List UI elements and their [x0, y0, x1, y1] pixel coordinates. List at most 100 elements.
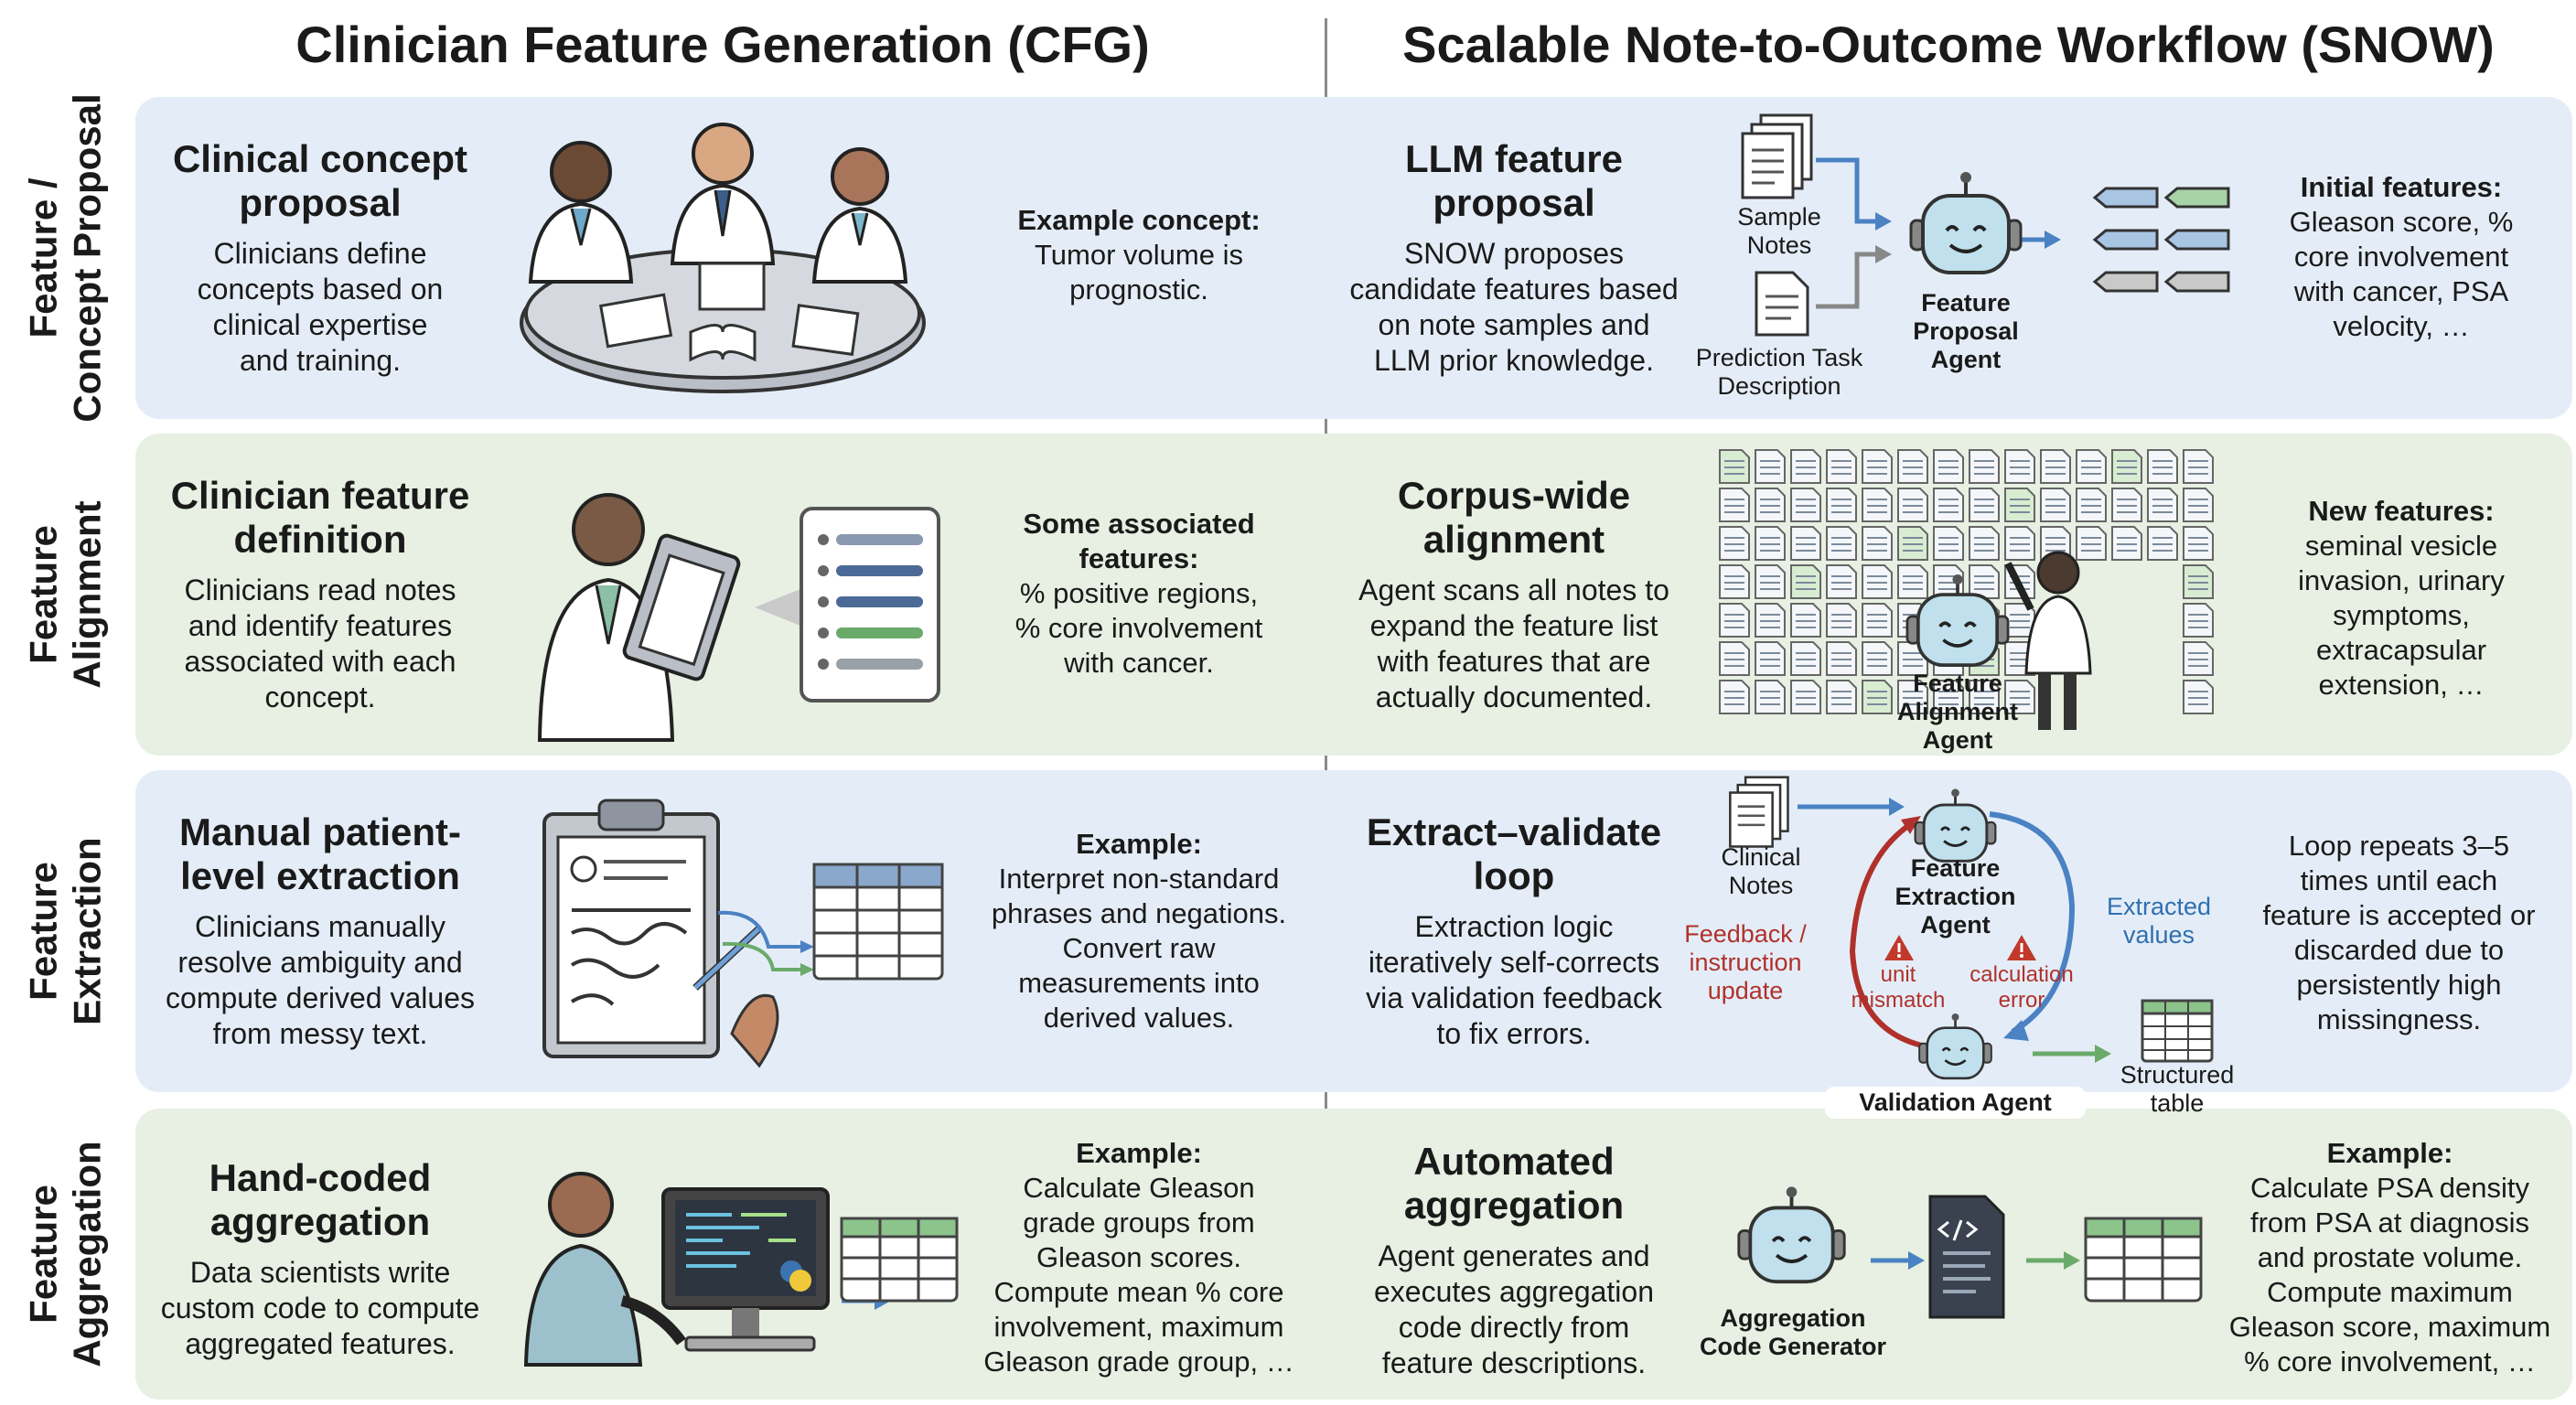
- data-scientist-coding-illustration: [523, 1172, 891, 1367]
- note-document-icon: [1933, 680, 1964, 714]
- note-document-icon: [1897, 564, 1928, 599]
- warning-icon: [2007, 935, 2036, 960]
- note-document-icon: [1790, 564, 1821, 599]
- person-pointing-illustration: [2004, 551, 2092, 730]
- aggregated-table-icon: [840, 1217, 959, 1303]
- cfg-concept-title: Clinical concept proposal: [172, 137, 468, 224]
- note-document-icon: [1862, 680, 1893, 714]
- note-document-icon: [1719, 603, 1750, 638]
- cfg-definition-title: Clinician feature definition: [170, 474, 470, 561]
- note-document-icon: [1719, 564, 1750, 599]
- snow-header: Scalable Note-to-Outcome Workflow (SNOW): [1402, 16, 2495, 73]
- note-document-icon: [2183, 680, 2214, 714]
- snow-aggregation-title: Automated aggregation: [1403, 1140, 1625, 1227]
- note-document-icon: [1790, 449, 1821, 484]
- note-document-icon: [1826, 564, 1857, 599]
- manual-extraction-illustration: [542, 799, 944, 1068]
- note-document-icon: [1862, 488, 1893, 522]
- note-document-icon: [1790, 526, 1821, 561]
- note-document-icon: [1969, 526, 2000, 561]
- note-document-icon: [1790, 641, 1821, 676]
- task-description-icon: [1755, 271, 1809, 337]
- feature-tags-icon: [2092, 187, 2230, 293]
- note-document-icon: [2111, 488, 2142, 522]
- note-document-icon: [2076, 488, 2107, 522]
- aggregated-output-table-icon: [2084, 1217, 2203, 1303]
- note-document-icon: [2076, 449, 2107, 484]
- note-document-icon: [1755, 488, 1786, 522]
- note-document-icon: [1826, 680, 1857, 714]
- note-document-icon: [1719, 641, 1750, 676]
- note-document-icon: [2183, 526, 2214, 561]
- feature-proposal-robot-icon: [1909, 172, 2023, 274]
- cfg-header: Clinician Feature Generation (CFG): [295, 16, 1150, 73]
- note-document-icon: [1790, 488, 1821, 522]
- initial-features-text: Initial features: Gleason score, %core i…: [2289, 171, 2514, 342]
- row-label-concept-proposal: Feature /Concept Proposal: [22, 93, 110, 423]
- extract-validate-loop-arrows: [1798, 798, 2111, 1063]
- note-document-icon: [2183, 603, 2214, 638]
- note-document-icon: [1719, 680, 1750, 714]
- snow-alignment-title: Corpus-wide alignment: [1397, 474, 1631, 561]
- note-document-icon: [1755, 526, 1786, 561]
- note-document-icon: [2111, 526, 2142, 561]
- cfg-aggregation-title: Hand-coded aggregation: [209, 1156, 432, 1243]
- proposal-arrows: [1816, 157, 2061, 309]
- note-document-icon: [1933, 526, 1964, 561]
- note-document-icon: [2040, 526, 2071, 561]
- note-document-icon: [2040, 449, 2071, 484]
- note-document-icon: [1719, 488, 1750, 522]
- note-document-icon: [1826, 603, 1857, 638]
- cfg-extraction-title: Manual patient- level extraction: [178, 810, 461, 897]
- note-document-icon: [1755, 449, 1786, 484]
- snow-extract-validate-title: Extract–validate loop: [1366, 810, 1662, 897]
- note-document-icon: [1755, 680, 1786, 714]
- validation-robot-icon: [1918, 1014, 1992, 1080]
- note-document-icon: [2111, 449, 2142, 484]
- note-document-icon: [1862, 449, 1893, 484]
- note-document-icon: [1862, 526, 1893, 561]
- note-document-icon: [2183, 449, 2214, 484]
- note-document-icon: [1790, 603, 1821, 638]
- note-document-icon: [1826, 526, 1857, 561]
- note-document-icon: [1969, 488, 2000, 522]
- note-document-icon: [2147, 449, 2178, 484]
- note-document-icon: [1826, 449, 1857, 484]
- note-document-icon: [1790, 680, 1821, 714]
- note-document-icon: [2040, 488, 2071, 522]
- note-document-icon: [2147, 526, 2178, 561]
- clinician-clipboard-illustration: [537, 493, 940, 742]
- aggregation-robot-icon: [1737, 1186, 1846, 1284]
- cfg-associated-features: Some associated features: % positive reg…: [1014, 508, 1263, 679]
- code-generation-flow: [1871, 1195, 2080, 1319]
- structured-table-icon: [2141, 999, 2214, 1063]
- note-document-icon: [2004, 680, 2035, 714]
- note-document-icon: [2183, 641, 2214, 676]
- note-document-icon: [1897, 488, 1928, 522]
- feature-alignment-robot-icon: [1905, 574, 2010, 667]
- note-document-icon: [2076, 526, 2107, 561]
- note-document-icon: [1862, 564, 1893, 599]
- warning-icon: [1884, 935, 1914, 960]
- note-document-icon: [1719, 449, 1750, 484]
